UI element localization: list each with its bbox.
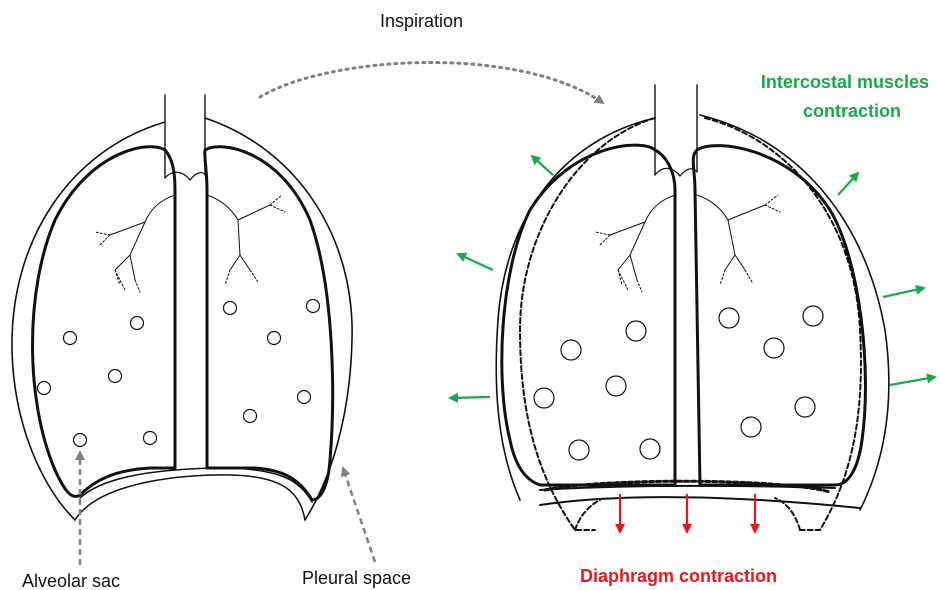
- right-alveoli: [534, 306, 823, 460]
- right-trachea: [655, 85, 697, 175]
- alveolus: [74, 434, 87, 447]
- right-lung-left-lobe: [502, 145, 675, 485]
- diaphragm-label: Diaphragm contraction: [580, 566, 777, 586]
- green-arrow: [890, 377, 935, 385]
- green-arrow: [532, 156, 553, 175]
- intercostal-label-line2: contraction: [803, 101, 901, 121]
- left-bronchi-left: [110, 195, 175, 280]
- alveolus: [38, 382, 51, 395]
- left-alveoli: [38, 300, 320, 447]
- alveolus: [606, 376, 626, 396]
- right-chest-wall-outer: [496, 118, 655, 500]
- pleural-space-pointer: [343, 468, 375, 562]
- alveolus: [534, 388, 554, 408]
- left-chest-wall-outer: [12, 122, 165, 520]
- pleural-space-label: Pleural space: [302, 568, 411, 588]
- alveolus: [561, 340, 581, 360]
- alveolus: [244, 410, 257, 423]
- alveolar-sac-label: Alveolar sac: [22, 571, 120, 590]
- green-arrow: [458, 254, 493, 270]
- alveolus: [268, 332, 281, 345]
- left-bronchi-right: [207, 195, 270, 270]
- intercostal-label-line1: Intercostal muscles: [761, 72, 929, 92]
- alveolus: [307, 300, 320, 313]
- green-arrow: [883, 288, 924, 297]
- alveolus: [764, 338, 784, 358]
- alveolus: [569, 440, 589, 460]
- alveolus: [64, 332, 77, 345]
- left-diagram: [12, 95, 352, 520]
- alveolus: [626, 321, 646, 341]
- alveolus: [803, 306, 823, 326]
- right-bronchi-right: [697, 195, 765, 270]
- inspiration-label: Inspiration: [380, 11, 463, 31]
- green-arrow: [838, 173, 858, 195]
- alveolus: [795, 397, 815, 417]
- right-bronchi-left: [610, 195, 675, 280]
- diaphragm-arrows: [620, 494, 755, 532]
- alveolus: [741, 417, 761, 437]
- inspiration-arrow: [260, 62, 603, 103]
- alveolus: [298, 391, 311, 404]
- right-diagram: [496, 85, 889, 530]
- alveolus: [131, 317, 144, 330]
- alveolus: [144, 432, 157, 445]
- alveolus: [109, 370, 122, 383]
- alveolus: [719, 308, 739, 328]
- alveolus: [224, 302, 237, 315]
- green-arrow: [450, 397, 490, 398]
- alveolus: [640, 439, 660, 459]
- right-prior-position-dashed: [520, 118, 655, 530]
- intercostal-arrows: [450, 156, 935, 398]
